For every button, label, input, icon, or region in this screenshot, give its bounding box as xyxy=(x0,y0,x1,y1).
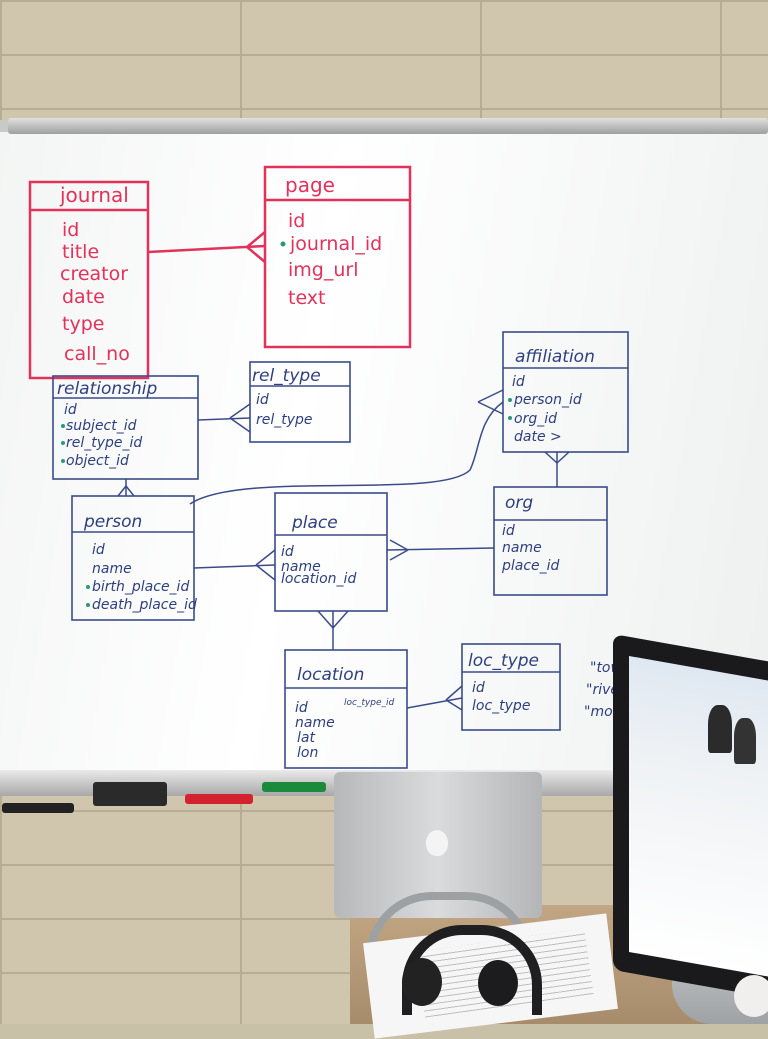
affiliation-field: person_id xyxy=(513,392,582,408)
person-field: id xyxy=(92,542,105,558)
entity-journal-title: journal xyxy=(59,183,129,207)
connector-place-location xyxy=(317,610,349,650)
whiteboard-top-rail xyxy=(8,118,768,134)
connector-affiliation-org xyxy=(544,451,570,487)
connector-person-affiliation xyxy=(189,389,504,505)
connector-location-loc-type xyxy=(406,685,463,711)
black-marker xyxy=(2,803,74,813)
eraser xyxy=(93,782,167,806)
relationship-field: rel_type_id xyxy=(66,435,142,451)
screen-silhouette xyxy=(734,718,756,764)
relationship-field: id xyxy=(64,402,77,418)
entity-relationship: relationship id subject_id rel_type_id o… xyxy=(52,375,199,480)
red-marker xyxy=(185,794,253,804)
connector-relationship-rel-type xyxy=(197,403,251,433)
org-field: id xyxy=(502,523,515,539)
entity-rel-type-title: rel_type xyxy=(252,366,321,386)
rel-type-field: id xyxy=(256,392,269,408)
location-field: lat xyxy=(297,730,315,746)
location-field: lon xyxy=(297,745,318,761)
entity-person-title: person xyxy=(83,512,142,532)
entity-person: person id name birth_place_id death_plac… xyxy=(71,495,197,621)
connector-relationship-person xyxy=(117,479,135,497)
entity-place: place id name location_id xyxy=(274,492,388,612)
journal-field: creator xyxy=(60,263,128,285)
place-field: id xyxy=(281,544,294,560)
journal-field: type xyxy=(62,313,104,335)
headphones-ear-right xyxy=(478,960,518,1006)
location-side-field: loc_type_id xyxy=(344,698,395,708)
place-field: name xyxy=(281,559,321,575)
page-field: id xyxy=(288,210,305,232)
entity-affiliation-title: affiliation xyxy=(515,347,595,367)
location-field: name xyxy=(295,715,335,731)
apple-logo-icon xyxy=(426,830,448,856)
journal-field: call_no xyxy=(64,343,130,365)
relationship-field: object_id xyxy=(66,453,129,469)
org-field: place_id xyxy=(501,558,560,574)
affiliation-field: org_id xyxy=(514,411,557,427)
entity-location: location loc_type_id id name lat lon xyxy=(284,649,408,769)
headphones-ear-left xyxy=(402,958,442,1006)
person-field: death_place_id xyxy=(92,597,197,613)
person-field: birth_place_id xyxy=(92,579,189,595)
entity-loc-type: loc_type id loc_type xyxy=(461,643,561,731)
affiliation-field: id xyxy=(512,374,525,390)
org-field: name xyxy=(502,540,542,556)
journal-field: title xyxy=(62,241,99,263)
place-field: location_id xyxy=(281,571,356,587)
green-marker xyxy=(262,782,326,792)
affiliation-field: date > xyxy=(514,429,562,445)
entity-loc-type-title: loc_type xyxy=(468,651,539,671)
loc-type-field: loc_type xyxy=(472,698,530,714)
journal-field: id xyxy=(62,219,79,241)
page-field: img_url xyxy=(288,259,358,281)
monitor-screen xyxy=(629,656,768,977)
connector-person-place xyxy=(193,549,276,581)
rel-type-field: rel_type xyxy=(256,412,313,428)
entity-affiliation: affiliation id person_id org_id date > xyxy=(502,331,629,453)
person-field: name xyxy=(92,561,132,577)
relationship-field: subject_id xyxy=(66,418,137,434)
entity-rel-type: rel_type id rel_type xyxy=(249,361,351,443)
entity-org-title: org xyxy=(505,493,533,513)
entity-page: page id journal_id img_url text xyxy=(263,165,412,349)
location-field: id xyxy=(295,700,308,716)
entity-place-title: place xyxy=(291,513,338,533)
connector-journal-page xyxy=(147,231,266,263)
screen-silhouette xyxy=(708,705,732,753)
mouse xyxy=(734,975,768,1017)
entity-org: org id name place_id xyxy=(493,486,608,596)
connector-place-org xyxy=(386,539,495,561)
page-field: journal_id xyxy=(289,233,382,255)
loc-type-field: id xyxy=(472,680,485,696)
entity-relationship-title: relationship xyxy=(57,379,158,399)
journal-field: date xyxy=(62,286,105,308)
entity-page-title: page xyxy=(285,173,335,197)
entity-journal: journal id title creator date type call_… xyxy=(28,180,150,380)
page-field: text xyxy=(288,287,326,309)
entity-location-title: location xyxy=(297,665,364,685)
